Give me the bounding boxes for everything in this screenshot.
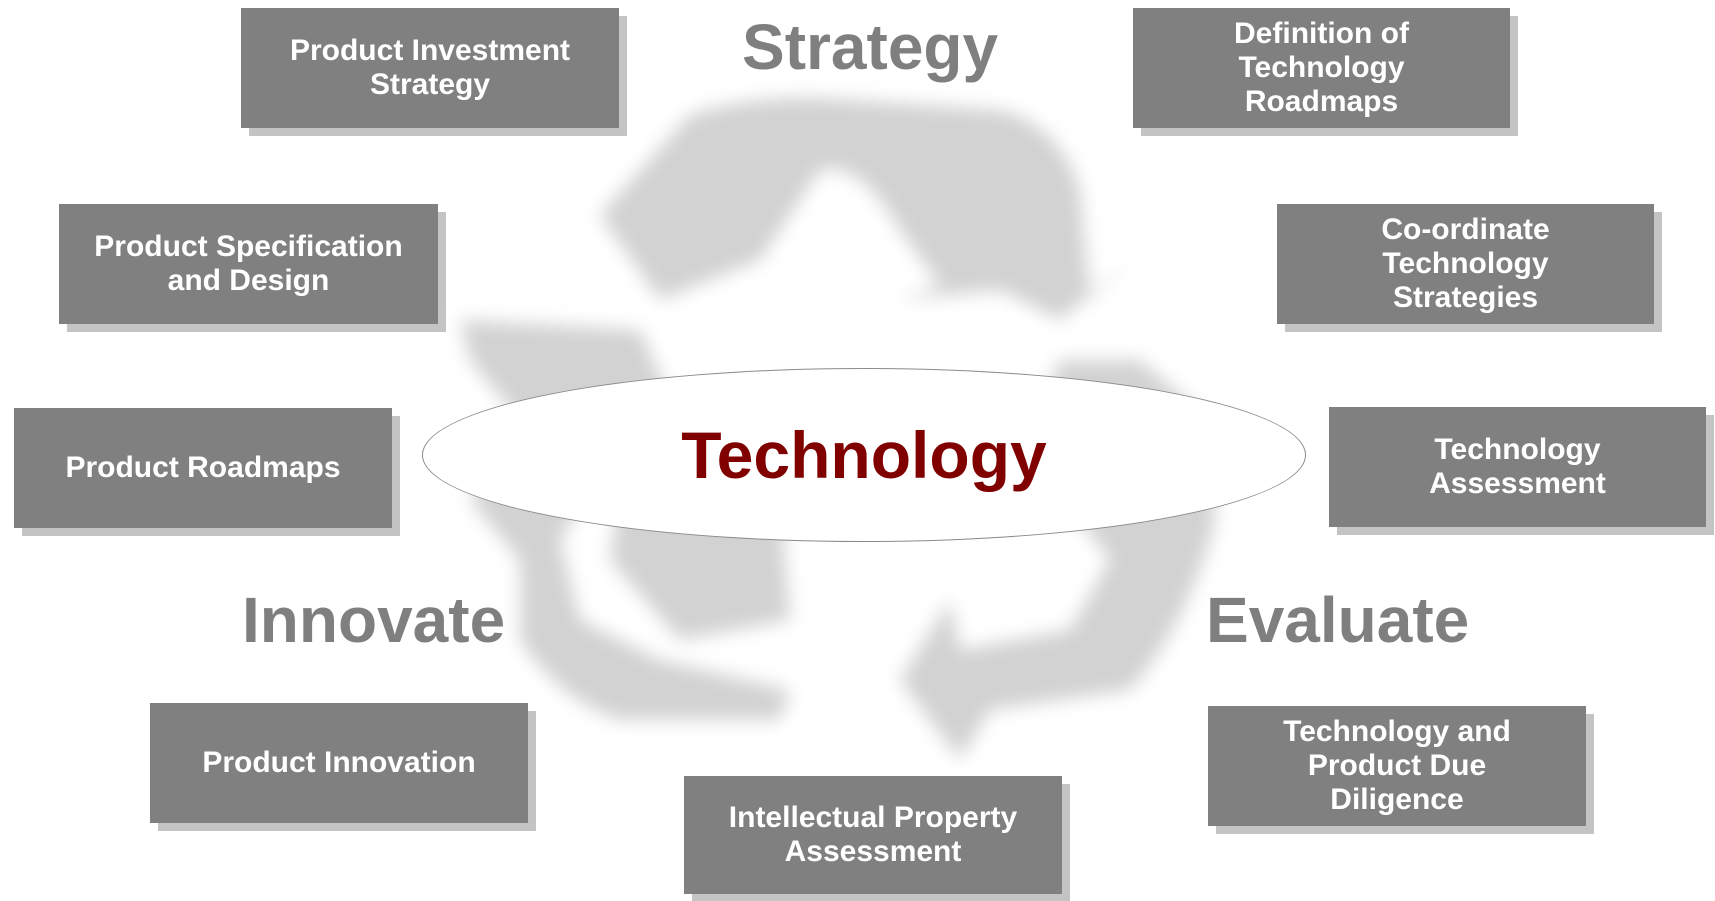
box-product-roadmaps: Product Roadmaps: [14, 408, 392, 528]
box-definition-of-technology-roadmaps: Definition of Technology Roadmaps: [1133, 8, 1510, 128]
box-product-innovation: Product Innovation: [150, 703, 528, 823]
center-label: Technology: [681, 418, 1047, 492]
phase-label-evaluate: Evaluate: [1206, 584, 1470, 656]
box-coordinate-technology-strategies: Co-ordinate Technology Strategies: [1277, 204, 1654, 324]
center-ellipse: Technology: [422, 368, 1306, 542]
box-intellectual-property-assessment: Intellectual Property Assessment: [684, 776, 1062, 894]
box-technology-and-product-due-diligence: Technology and Product Due Diligence: [1208, 706, 1586, 826]
phase-label-innovate: Innovate: [242, 584, 506, 656]
phase-label-strategy: Strategy: [742, 11, 999, 83]
box-product-investment-strategy: Product Investment Strategy: [241, 8, 619, 128]
box-technology-assessment: Technology Assessment: [1329, 407, 1706, 527]
box-product-specification-and-design: Product Specification and Design: [59, 204, 438, 324]
